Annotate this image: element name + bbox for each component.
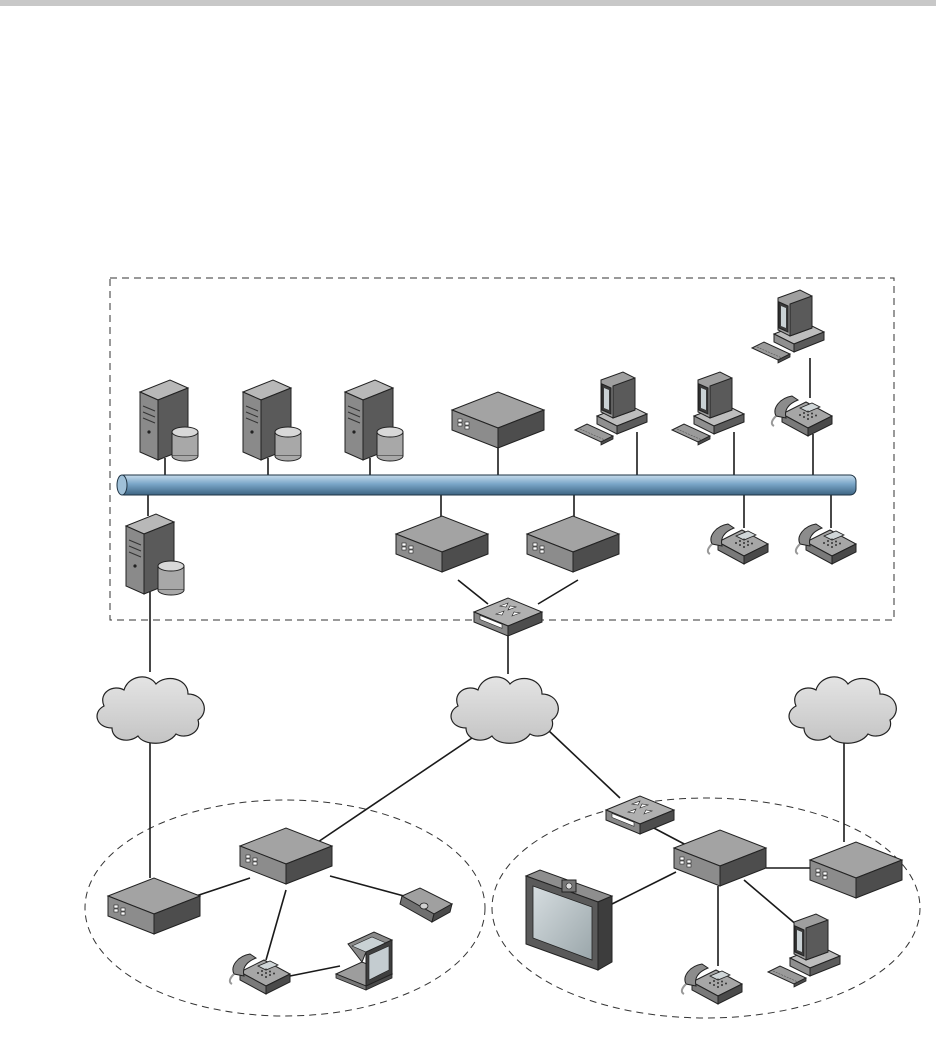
workstation-icon: [768, 914, 840, 987]
gateway-icon: [240, 828, 332, 884]
phone-icon: [796, 524, 856, 564]
laptop-icon: [336, 932, 392, 990]
router-icon: [606, 796, 674, 834]
camera-icon: [400, 888, 452, 922]
gateway-icon: [396, 516, 488, 572]
gateway-icon: [527, 516, 619, 572]
workstation-icon: [752, 290, 824, 363]
server-icon: [140, 380, 198, 461]
cloud-icon: [789, 677, 896, 743]
gateway-icon: [452, 392, 544, 448]
phone-icon: [708, 524, 768, 564]
gateway-icon: [674, 830, 766, 886]
gateway-icon: [108, 878, 200, 934]
phone-icon: [682, 964, 742, 1004]
server-icon: [345, 380, 403, 461]
phone-icon: [230, 954, 290, 994]
cloud-icon: [451, 677, 558, 743]
cloud-icon: [97, 677, 204, 743]
server-icon: [243, 380, 301, 461]
server-icon: [126, 514, 184, 595]
enterprise-network-zone: [110, 278, 894, 620]
router-icon: [474, 598, 542, 636]
phone-icon: [772, 396, 832, 436]
backbone-bus: [117, 475, 856, 495]
display-icon: [526, 870, 612, 970]
